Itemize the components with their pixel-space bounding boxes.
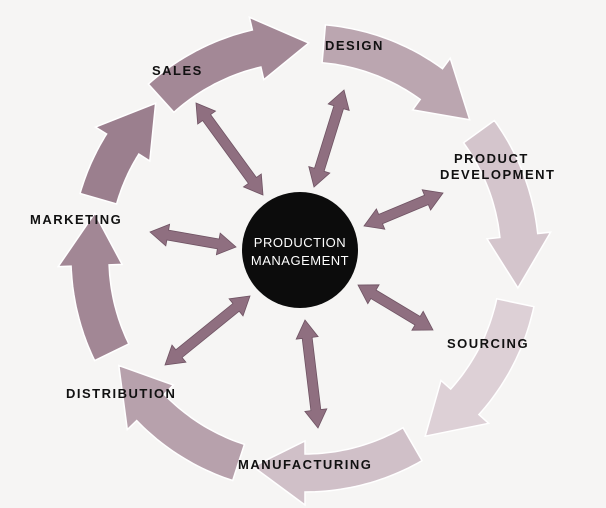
- cycle-arrows: [56, 16, 552, 507]
- center-label: PRODUCTION MANAGEMENT: [244, 234, 356, 270]
- stage-label-manufacturing: MANUFACTURING: [238, 457, 373, 472]
- stage-label-product-development-line2: DEVELOPMENT: [440, 167, 556, 182]
- center-label-line1: PRODUCTION: [253, 235, 347, 250]
- cycle-arrow-distribution-to-marketing: [117, 364, 246, 482]
- cycle-arrow-design-to-product-development: [321, 24, 471, 121]
- stage-label-sourcing: SOURCING: [447, 336, 530, 351]
- cycle-arrow-manufacturing-to-distribution: [251, 426, 424, 507]
- spoke-arrow-sales: [195, 102, 264, 196]
- center-circle: [242, 192, 358, 308]
- cycle-arrow-sourcing-to-manufacturing: [424, 297, 535, 438]
- spoke-arrow-manufacturing: [295, 319, 328, 429]
- spoke-arrow-sourcing: [357, 284, 434, 331]
- cycle-arrow-marketing-to-sales-upper: [79, 102, 157, 205]
- cycle-arrow-product-development-to-sourcing: [462, 119, 552, 290]
- stage-label-product-development-line1: PRODUCT: [454, 151, 529, 166]
- stage-label-design: DESIGN: [325, 38, 384, 53]
- spoke-arrows: [149, 89, 444, 429]
- cycle-arrow-marketing-to-sales-lower: [56, 211, 130, 362]
- cycle-arrow-sales-to-design: [147, 16, 311, 114]
- spoke-arrow-design: [308, 89, 350, 188]
- stage-label-marketing: MARKETING: [30, 212, 123, 227]
- stage-label-sales: SALES: [152, 63, 203, 78]
- stage-label-distribution: DISTRIBUTION: [66, 386, 177, 401]
- center-label-line2: MANAGEMENT: [250, 253, 350, 268]
- spoke-arrow-product-development: [363, 189, 444, 230]
- spoke-arrow-distribution: [164, 295, 251, 366]
- spoke-arrow-marketing: [149, 223, 237, 256]
